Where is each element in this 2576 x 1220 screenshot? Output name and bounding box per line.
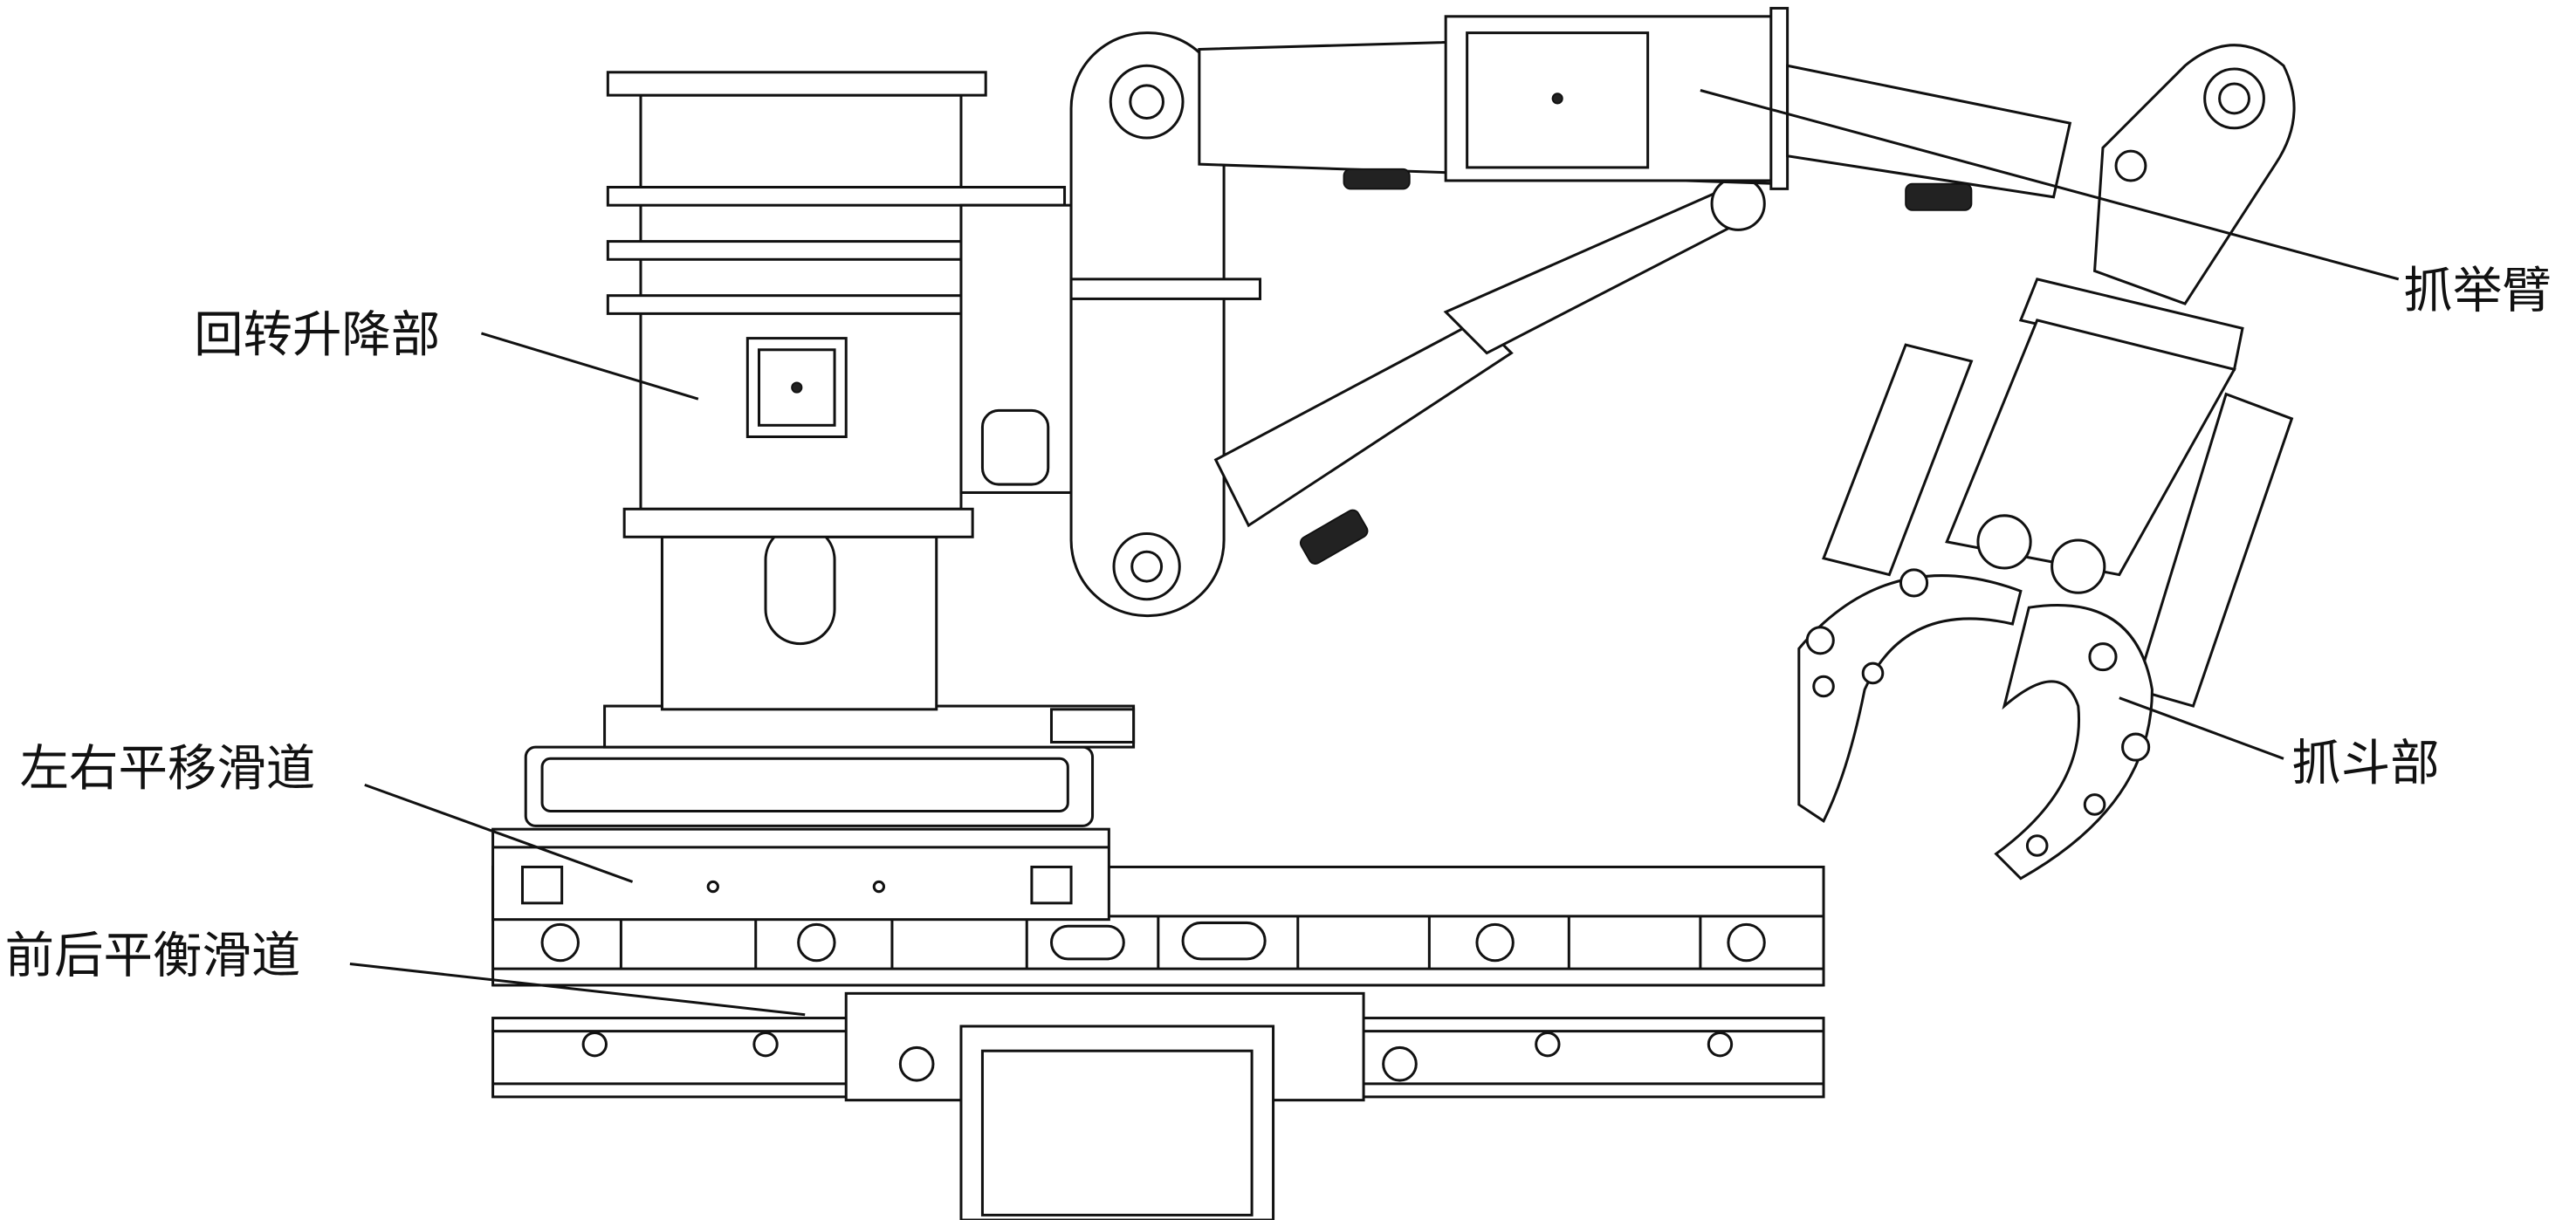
balance-rail-assembly [491, 984, 1825, 1220]
lateral-rail-assembly [491, 827, 1825, 987]
label-balance-rail: 前后平衡滑道 [5, 928, 301, 984]
gripper-arm [1069, 6, 2296, 618]
label-lateral-rail: 左右平移滑道 [20, 740, 316, 797]
label-gripper-arm: 抓举臂 [2403, 263, 2551, 319]
rotary-lift-column [606, 71, 1073, 711]
carriage [524, 704, 1136, 827]
label-grab-bucket: 抓斗部 [2291, 736, 2439, 792]
label-rotary-lift: 回转升降部 [194, 307, 440, 364]
grab-bucket [1797, 278, 2294, 881]
leader-lines [349, 89, 2400, 1017]
